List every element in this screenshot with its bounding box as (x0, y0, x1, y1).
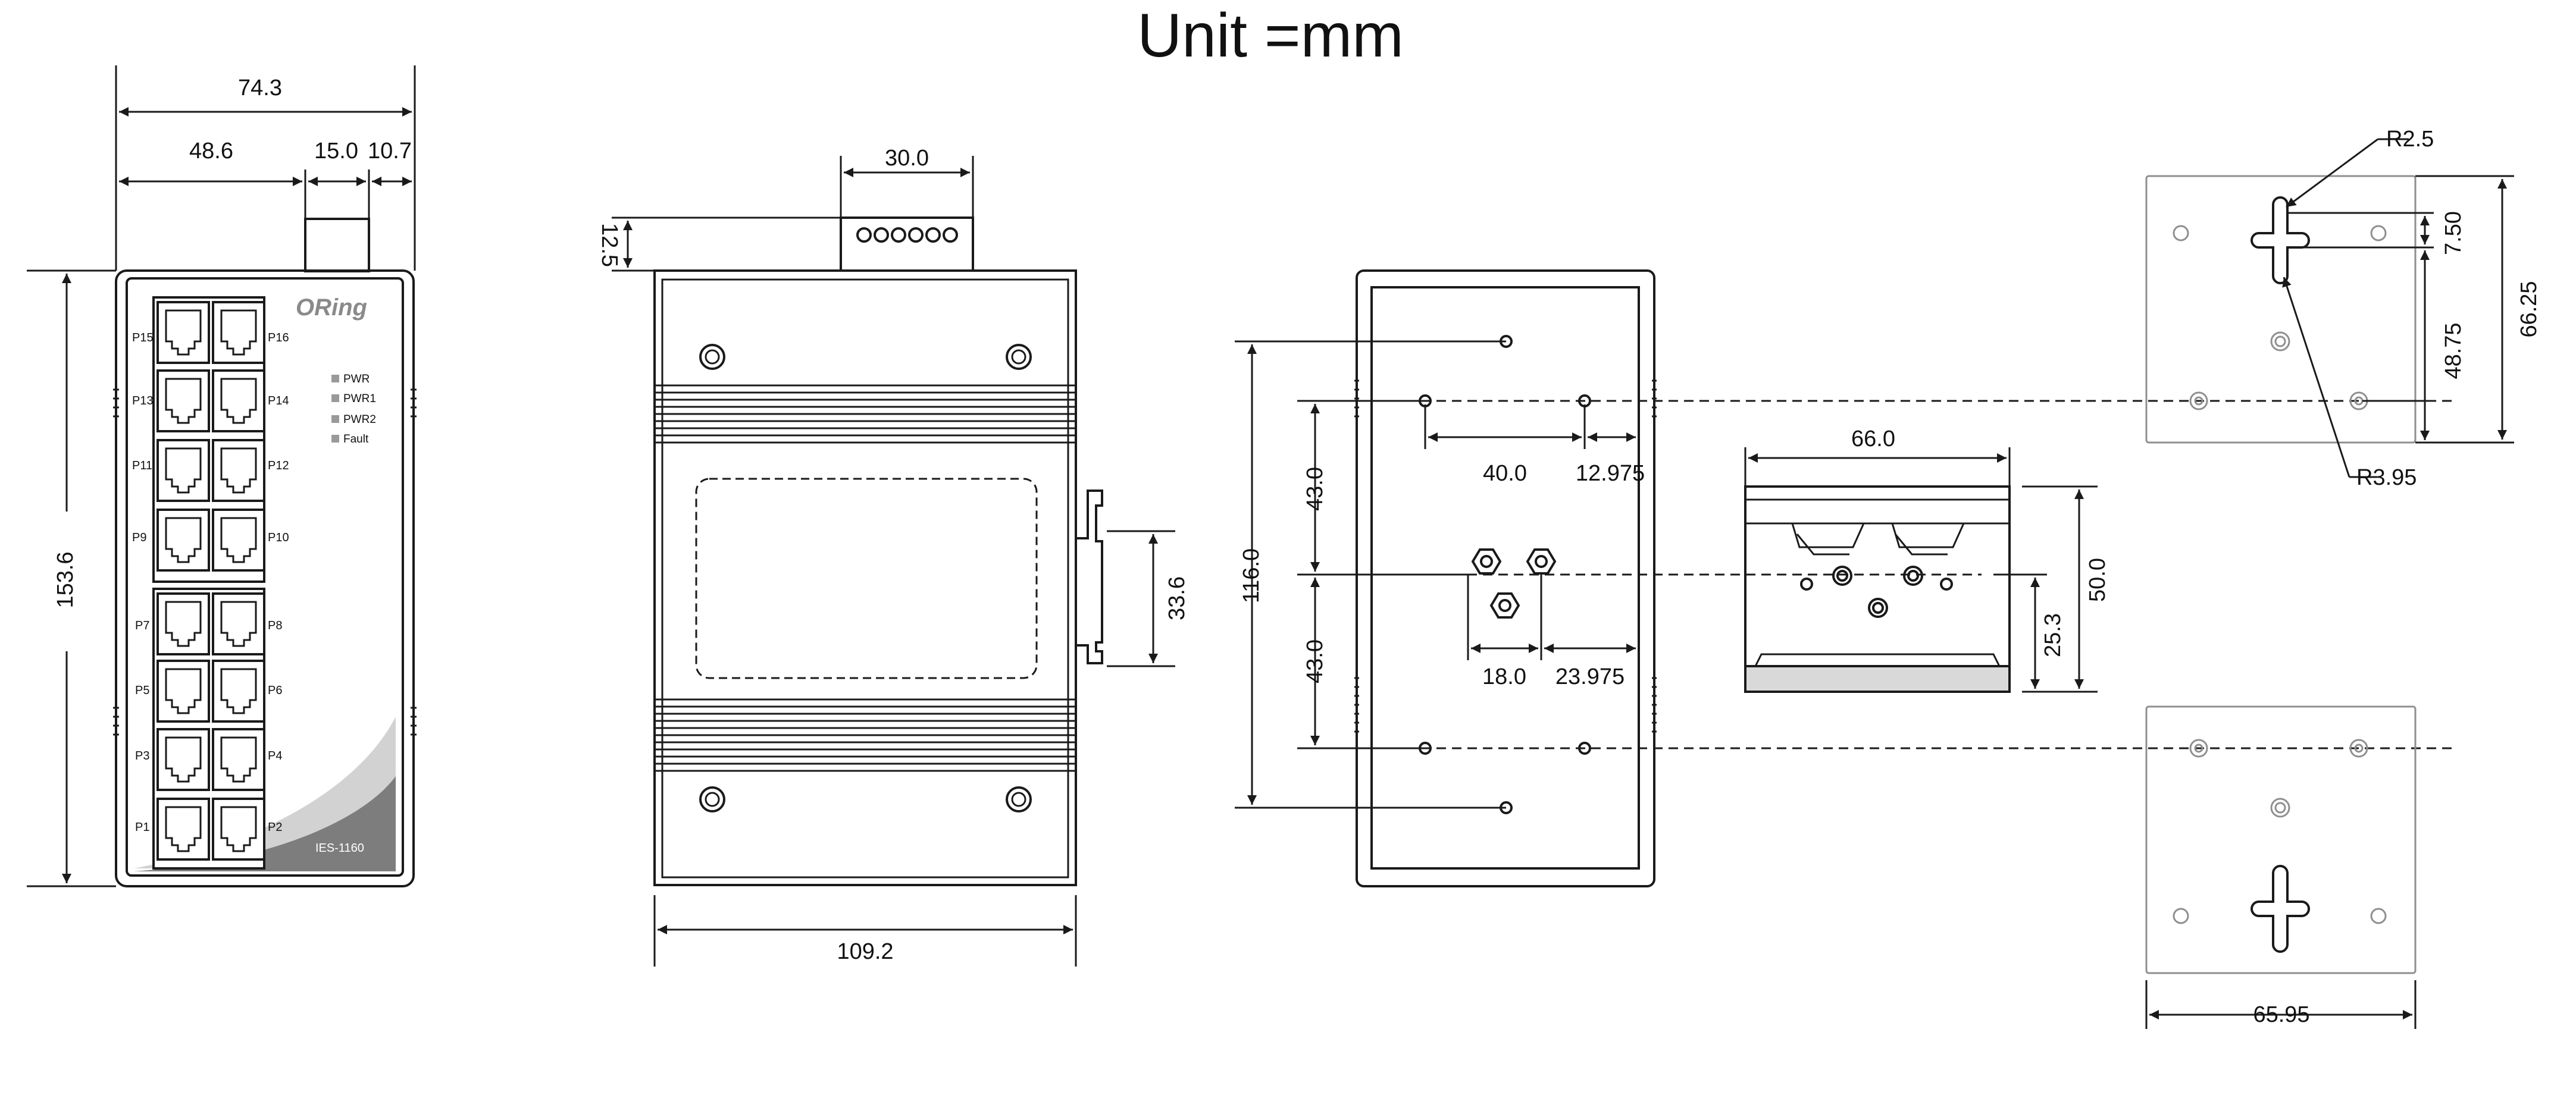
side-screws (699, 344, 1032, 812)
led-label: Fault (343, 433, 369, 445)
led-label: PWR2 (343, 413, 376, 426)
back-view (1354, 269, 1657, 887)
dim-hole-span: 116.0 (1239, 548, 1264, 603)
plate-dimensions (2145, 138, 2514, 1029)
dim-plate-width: 65.95 (2253, 1002, 2309, 1027)
dim-radius-small: R2.5 (2386, 127, 2434, 152)
port-label: P12 (268, 459, 289, 472)
dim-clip-height: 33.6 (1165, 576, 1190, 620)
dim-screw-edge: 23.975 (1555, 664, 1625, 689)
dim-din-height: 50.0 (2085, 558, 2110, 602)
dim-lower-gap: 43.0 (1303, 639, 1328, 683)
model-label: IES-1160 (315, 842, 364, 855)
led-pwr-icon (331, 375, 339, 382)
dim-front-width-total: 74.3 (238, 76, 282, 101)
led-label: PWR1 (343, 393, 376, 405)
port-label: P15 (132, 331, 154, 344)
dim-plate-height: 66.25 (2516, 281, 2541, 337)
dim-slot-offset: 7.50 (2441, 211, 2466, 255)
dim-din-hole-height: 25.3 (2040, 613, 2065, 657)
led-fault-icon (331, 435, 339, 443)
port-label: P14 (268, 394, 289, 407)
brand-logo: ORing (296, 294, 367, 321)
din-dimensions (1744, 447, 2098, 693)
dim-front-width-b: 15.0 (314, 139, 358, 164)
port-label: P6 (268, 684, 282, 697)
port-label: P13 (132, 394, 154, 407)
dim-connector-height: 12.5 (597, 223, 622, 267)
dim-front-width-c: 10.7 (368, 139, 412, 164)
port-label: P11 (132, 459, 152, 472)
dim-connector-width: 30.0 (885, 146, 929, 171)
led-pwr2-icon (331, 415, 339, 423)
back-dimensions (1235, 340, 1640, 809)
port-labels: P15 P13 P11 P9 P7 P5 P3 P1 P16 P14 P12 P… (132, 331, 289, 834)
dim-din-width: 66.0 (1851, 426, 1895, 451)
dim-side-depth: 109.2 (837, 939, 893, 964)
side-dimensions (612, 156, 1175, 967)
port-label: P4 (268, 749, 282, 763)
port-label: P16 (268, 331, 289, 344)
port-label: P5 (135, 684, 149, 697)
dim-hole-edge: 12.975 (1576, 461, 1645, 486)
dim-upper-gap: 43.0 (1303, 467, 1328, 511)
dim-front-height: 153.6 (53, 551, 78, 608)
din-rail-clip (1744, 485, 2011, 693)
wall-mount-plate-top (2145, 175, 2417, 444)
dim-front-width-a: 48.6 (189, 139, 233, 164)
front-dimensions (27, 65, 416, 887)
port-label: P2 (268, 821, 282, 834)
dim-radius-large: R3.95 (2356, 465, 2417, 490)
led-indicators: PWR PWR1 PWR2 Fault (331, 373, 376, 445)
port-label: P1 (135, 821, 149, 834)
unit-title: Unit =mm (1137, 1, 1404, 70)
port-label: P8 (268, 619, 282, 632)
port-label: P9 (132, 531, 146, 544)
dim-screw-x: 18.0 (1482, 664, 1526, 689)
port-label: P7 (135, 619, 149, 632)
led-label: PWR (343, 373, 370, 385)
wall-mount-plate-bottom (2145, 705, 2417, 974)
side-view (653, 217, 1103, 886)
dim-hole-x: 40.0 (1483, 461, 1527, 486)
port-label: P3 (135, 749, 149, 763)
side-connector-pins (856, 227, 958, 243)
port-label: P10 (268, 531, 289, 544)
dim-hole-offset: 48.75 (2441, 322, 2466, 379)
led-pwr1-icon (331, 394, 339, 402)
